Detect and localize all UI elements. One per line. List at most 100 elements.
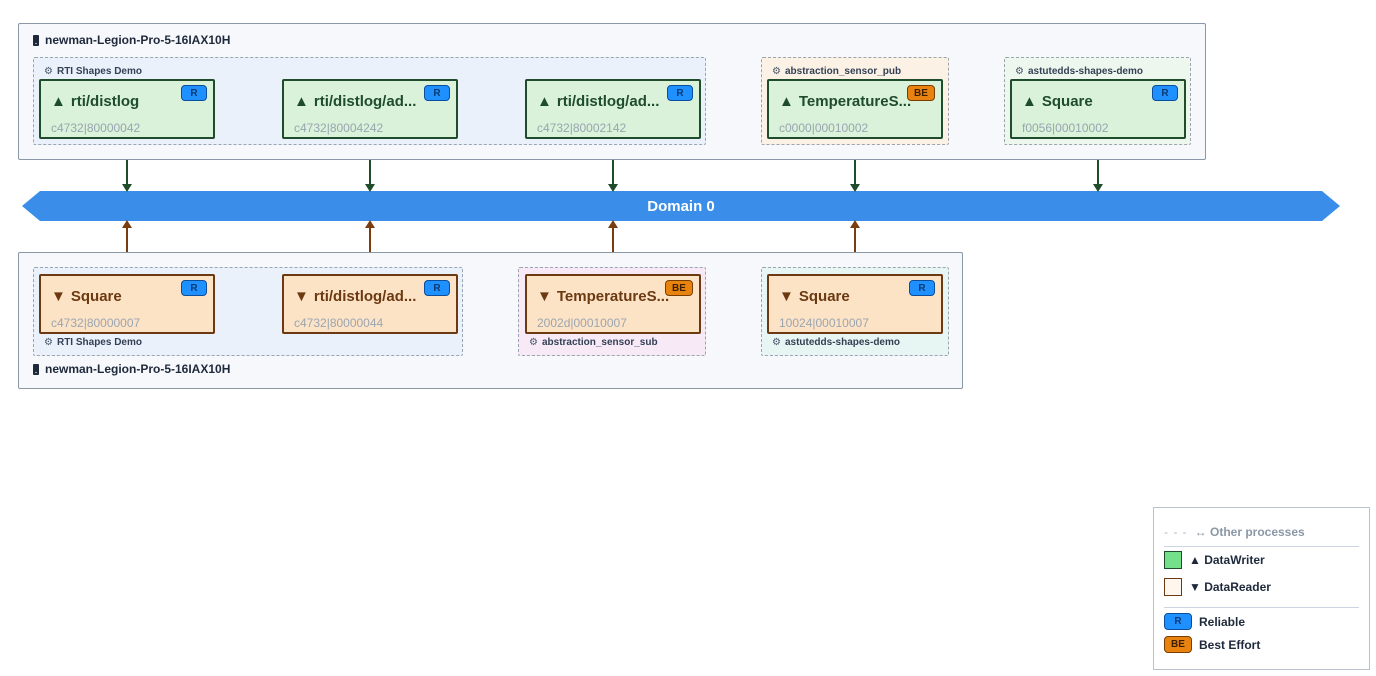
reliable-badge: R (181, 280, 207, 296)
legend-datareader-label: ▼ DataReader (1189, 580, 1271, 594)
domain-bus (22, 191, 1340, 221)
arrow-up-icon (365, 220, 375, 228)
legend-datawriter: ▲ DataWriter (1164, 551, 1265, 569)
dashed-line-icon: - - - (1164, 525, 1188, 539)
endpoint-guid: c4732|80000042 (51, 121, 141, 135)
process-name: astutedds-shapes-demo (784, 337, 900, 348)
host-publisher-name: newman-Legion-Pro-5-16IAX10H (45, 33, 231, 47)
legend-other-processes-label: ↔ Other processes (1194, 525, 1305, 539)
process-name: abstraction_sensor_sub (541, 337, 658, 348)
process-name: abstraction_sensor_pub (784, 66, 902, 77)
datawriter-title: ▲ Square (1022, 93, 1093, 110)
legend-divider (1164, 607, 1359, 608)
topic-name: Square (70, 288, 122, 305)
topic-name: rti/distlog/ad... (313, 93, 417, 110)
arrow-down-icon (365, 184, 375, 192)
process-sub-astute-label: ⚙ astutedds-shapes-demo (772, 337, 900, 348)
datawriter[interactable]: ▲ rti/distlog/ad... c4732|80004242 R (282, 79, 458, 139)
writer-icon: ▲ (294, 93, 309, 110)
reader-icon: ▼ (779, 288, 794, 305)
arrow-down-icon (608, 184, 618, 192)
arrow-down-icon (1093, 184, 1103, 192)
datareader-title: ▼ Square (779, 288, 850, 305)
writer-icon: ▲ (1022, 93, 1037, 110)
gear-icon: ⚙ (1015, 66, 1024, 77)
reader-icon: ▼ (294, 288, 309, 305)
reliable-badge: R (909, 280, 935, 296)
writer-icon: ▲ (51, 93, 66, 110)
host-subscriber-name: newman-Legion-Pro-5-16IAX10H (45, 362, 231, 376)
host-publisher-label: newman-Legion-Pro-5-16IAX10H (33, 33, 230, 47)
arrow-up-icon (122, 220, 132, 228)
legend-reliable: R Reliable (1164, 613, 1245, 630)
process-sub-rti-label: ⚙ RTI Shapes Demo (44, 337, 142, 348)
topic-name: TemperatureS... (556, 288, 670, 305)
datareader[interactable]: ▼ Square c4732|80000007 R (39, 274, 215, 334)
arrow-down-icon (850, 184, 860, 192)
process-name: RTI Shapes Demo (56, 66, 142, 77)
datareader-swatch (1164, 578, 1182, 596)
legend-datareader: ▼ DataReader (1164, 578, 1271, 596)
endpoint-guid: c0000|00010002 (779, 121, 869, 135)
arrow-up-icon (850, 220, 860, 228)
reliable-badge: R (1164, 613, 1192, 630)
legend: - - - ↔ Other processes ▲ DataWriter ▼ D… (1153, 507, 1370, 670)
endpoint-guid: 2002d|00010007 (537, 316, 627, 330)
arrow-up-icon (608, 220, 618, 228)
datawriter[interactable]: ▲ rti/distlog c4732|80000042 R (39, 79, 215, 139)
reader-icon: ▼ (51, 288, 66, 305)
datareader[interactable]: ▼ rti/distlog/ad... c4732|80000044 R (282, 274, 458, 334)
gear-icon: ⚙ (44, 66, 53, 77)
endpoint-guid: c4732|80002142 (537, 121, 627, 135)
endpoint-guid: 10024|00010007 (779, 316, 869, 330)
arrow-down-icon (122, 184, 132, 192)
datawriter[interactable]: ▲ Square f0056|00010002 R (1010, 79, 1186, 139)
reliable-badge: R (424, 280, 450, 296)
topic-name: rti/distlog/ad... (556, 93, 660, 110)
best-effort-badge: BE (665, 280, 693, 296)
datawriter[interactable]: ▲ rti/distlog/ad... c4732|80002142 R (525, 79, 701, 139)
endpoint-guid: c4732|80000044 (294, 316, 384, 330)
datawriter[interactable]: ▲ TemperatureS... c0000|00010002 BE (767, 79, 943, 139)
process-pub-astute-label: ⚙ astutedds-shapes-demo (1015, 66, 1143, 77)
process-sub-sensor-label: ⚙ abstraction_sensor_sub (529, 337, 658, 348)
legend-datawriter-label: ▲ DataWriter (1189, 553, 1265, 567)
reliable-badge: R (424, 85, 450, 101)
datawriter-swatch (1164, 551, 1182, 569)
reliable-badge: R (1152, 85, 1178, 101)
gear-icon: ⚙ (772, 337, 781, 348)
datawriter-title: ▲ TemperatureS... (779, 93, 911, 110)
host-subscriber-label: newman-Legion-Pro-5-16IAX10H (33, 362, 230, 376)
datareader[interactable]: ▼ Square 10024|00010007 R (767, 274, 943, 334)
process-name: astutedds-shapes-demo (1027, 66, 1143, 77)
datareader-title: ▼ Square (51, 288, 122, 305)
datareader[interactable]: ▼ TemperatureS... 2002d|00010007 BE (525, 274, 701, 334)
process-name: RTI Shapes Demo (56, 337, 142, 348)
domain-label[interactable]: Domain 0 (647, 197, 715, 215)
datawriter-title: ▲ rti/distlog/ad... (537, 93, 659, 110)
datareader-title: ▼ TemperatureS... (537, 288, 669, 305)
datareader-title: ▼ rti/distlog/ad... (294, 288, 416, 305)
datawriter-title: ▲ rti/distlog (51, 93, 139, 110)
phone-icon (33, 34, 39, 46)
reliable-badge: R (181, 85, 207, 101)
gear-icon: ⚙ (529, 337, 538, 348)
reader-icon: ▼ (537, 288, 552, 305)
endpoint-guid: f0056|00010002 (1022, 121, 1109, 135)
gear-icon: ⚙ (772, 66, 781, 77)
topic-name: Square (798, 288, 850, 305)
writer-icon: ▲ (779, 93, 794, 110)
best-effort-badge: BE (1164, 636, 1192, 653)
endpoint-guid: c4732|80000007 (51, 316, 141, 330)
process-pub-sensor-label: ⚙ abstraction_sensor_pub (772, 66, 901, 77)
process-pub-rti-label: ⚙ RTI Shapes Demo (44, 66, 142, 77)
legend-other-processes: - - - ↔ Other processes (1164, 525, 1305, 539)
legend-reliable-label: Reliable (1199, 614, 1246, 629)
topic-name: rti/distlog/ad... (313, 288, 417, 305)
topic-name: rti/distlog (70, 93, 140, 110)
legend-best-effort-label: Best Effort (1199, 637, 1261, 652)
topic-name: TemperatureS... (798, 93, 912, 110)
best-effort-badge: BE (907, 85, 935, 101)
endpoint-guid: c4732|80004242 (294, 121, 384, 135)
topic-name: Square (1041, 93, 1093, 110)
